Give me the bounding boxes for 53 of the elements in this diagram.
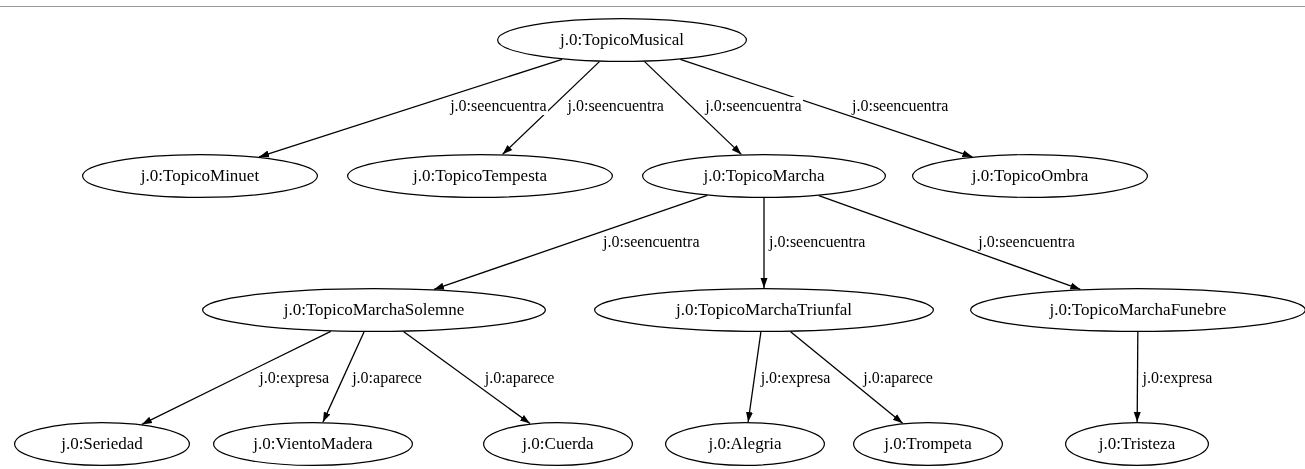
ellipse-node bbox=[912, 154, 1148, 198]
arrow bbox=[502, 61, 601, 155]
edge-label: j.0:seencuentra bbox=[704, 97, 803, 115]
node-label: j.0:VientoMadera bbox=[253, 434, 373, 454]
ellipse-node bbox=[853, 422, 1003, 466]
node-label: j.0:Cuerda bbox=[522, 434, 594, 454]
edge-label: j.0:expresa bbox=[759, 369, 832, 387]
edge-label: j.0:seencuentra bbox=[977, 233, 1076, 251]
node-label: j.0:TopicoMarchaFunebre bbox=[1049, 300, 1227, 320]
edge-label: j.0:seencuentra bbox=[768, 233, 867, 251]
node-label: j.0:TopicoMinuet bbox=[140, 166, 260, 186]
ellipse-node bbox=[483, 422, 633, 466]
ellipse-node bbox=[642, 154, 886, 198]
ellipse-node bbox=[497, 18, 747, 62]
ellipse-node bbox=[202, 288, 546, 332]
node-label: j.0:Trompeta bbox=[884, 434, 972, 454]
node-label: j.0:Alegria bbox=[708, 434, 782, 454]
arrow bbox=[643, 61, 743, 156]
ellipse-node bbox=[347, 154, 613, 198]
edge-label: j.0:expresa bbox=[258, 369, 330, 387]
node-label: j.0:TopicoMarcha bbox=[703, 166, 825, 186]
arrow bbox=[1133, 331, 1141, 423]
edge-label: j.0:aparece bbox=[483, 369, 556, 387]
ellipse-node bbox=[1065, 422, 1209, 466]
arrow bbox=[746, 331, 762, 423]
node-label: j.0:TopicoMarchaTriunfal bbox=[675, 300, 853, 320]
edge-label: j.0:seencuentra bbox=[851, 97, 950, 115]
edge-label: j.0:aparece bbox=[351, 369, 423, 387]
edge-label: j.0:seencuentra bbox=[602, 233, 701, 251]
arrow bbox=[818, 195, 1081, 290]
node-label: j.0:TopicoMusical bbox=[560, 30, 684, 50]
ellipse-node bbox=[213, 422, 413, 466]
arrow bbox=[679, 58, 974, 158]
ellipse-node bbox=[14, 422, 190, 466]
node-label: j.0:TopicoTempesta bbox=[412, 166, 548, 186]
arrow bbox=[258, 58, 563, 158]
edge-label: j.0:seencuentra bbox=[449, 97, 548, 115]
node-label: j.0:TopicoMarchaSolemne bbox=[283, 300, 465, 320]
edge-label: j.0:expresa bbox=[1141, 369, 1214, 387]
ellipse-node bbox=[665, 422, 825, 466]
ellipse-node bbox=[82, 154, 318, 198]
arrow bbox=[789, 331, 904, 424]
arrow bbox=[403, 331, 531, 425]
arrow bbox=[322, 331, 365, 423]
edge-label: j.0:seencuentra bbox=[566, 97, 665, 115]
arrow bbox=[433, 194, 708, 291]
ellipse-node bbox=[594, 288, 934, 332]
node-label: j.0:Seriedad bbox=[61, 434, 143, 454]
arrow bbox=[141, 330, 332, 426]
edge-label: j.0:aparece bbox=[862, 369, 934, 387]
arrow bbox=[760, 197, 768, 289]
node-label: j.0:Tristeza bbox=[1098, 434, 1176, 454]
node-label: j.0:TopicoOmbra bbox=[971, 166, 1089, 186]
